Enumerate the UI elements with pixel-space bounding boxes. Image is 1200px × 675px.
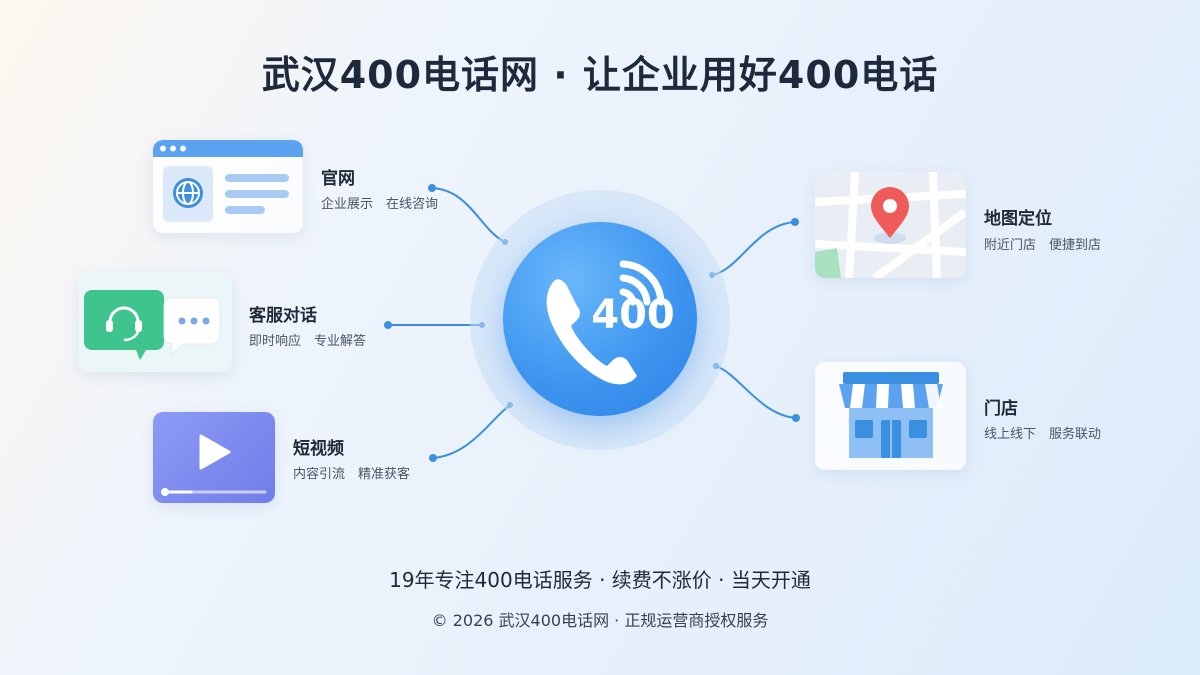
- wire-map: [711, 221, 796, 276]
- location-pin-icon: [871, 187, 909, 238]
- headset-chat-icon: [84, 290, 164, 360]
- chat-subtitle: 即时响应 专业解答: [249, 334, 367, 349]
- hub-number: 400: [591, 292, 675, 338]
- progress-knob: [161, 488, 169, 496]
- website-title: 官网: [321, 169, 355, 189]
- video-card: [153, 412, 275, 503]
- message-bubble-icon: [163, 297, 221, 356]
- map-title: 地图定位: [984, 209, 1052, 229]
- storefront-icon: [839, 372, 943, 458]
- wire-website: [431, 187, 506, 243]
- wire-video: [432, 404, 511, 459]
- chat-title: 客服对话: [249, 306, 317, 326]
- footer-copyright: © 2026 武汉400电话网 · 正规运营商授权服务: [431, 611, 769, 630]
- wire-dot: [429, 454, 437, 462]
- phone-icon: [546, 260, 665, 385]
- footer-tagline: 19年专注400电话服务 · 续费不涨价 · 当天开通: [389, 568, 811, 592]
- play-icon: [199, 434, 231, 470]
- phone-hub: 400: [503, 222, 697, 416]
- wire-dot: [384, 321, 392, 329]
- video-title: 短视频: [293, 439, 344, 459]
- store-title: 门店: [984, 399, 1018, 419]
- page-title: 武汉400电话网 · 让企业用好400电话: [261, 53, 939, 97]
- chat-card: [78, 272, 232, 372]
- video-subtitle: 内容引流 精准获客: [293, 467, 411, 482]
- website-card: [153, 140, 303, 233]
- wire-dot: [428, 184, 436, 192]
- website-subtitle: 企业展示 在线咨询: [321, 197, 439, 212]
- wire-dot: [792, 414, 800, 422]
- wire-dot: [791, 218, 799, 226]
- map-card: [815, 172, 966, 278]
- map-subtitle: 附近门店 便捷到店: [984, 238, 1102, 253]
- globe-icon: [173, 178, 203, 208]
- wire-store: [715, 365, 797, 419]
- store-subtitle: 线上线下 服务联动: [984, 427, 1102, 442]
- store-card: [815, 362, 966, 470]
